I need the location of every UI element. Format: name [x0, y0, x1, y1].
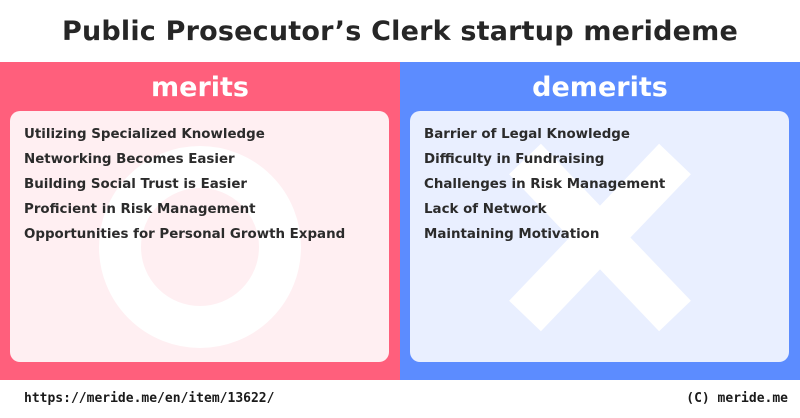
demerit-item: Maintaining Motivation	[424, 227, 600, 242]
demerit-item: Challenges in Risk Management	[424, 177, 666, 192]
page-title: Public Prosecutor’s Clerk startup meride…	[61, 15, 739, 47]
merits-panel: merits Utilizing Specialized Knowledge N…	[0, 62, 400, 380]
merit-item: Building Social Trust is Easier	[24, 177, 248, 192]
merits-heading: merits	[151, 71, 249, 103]
copyright-text: (C) meride.me	[686, 391, 788, 406]
demerit-item: Difficulty in Fundraising	[424, 152, 605, 167]
cross-icon	[509, 143, 691, 332]
merits-list: Utilizing Specialized Knowledge Networki…	[24, 122, 345, 247]
merit-item: Utilizing Specialized Knowledge	[24, 127, 265, 142]
demerits-list: Barrier of Legal Knowledge Difficulty in…	[424, 122, 665, 247]
merits-card: Utilizing Specialized Knowledge Networki…	[10, 111, 389, 362]
demerit-item: Lack of Network	[424, 202, 547, 217]
demerits-card: Barrier of Legal Knowledge Difficulty in…	[410, 111, 789, 362]
source-url[interactable]: https://meride.me/en/item/13622/	[24, 391, 275, 406]
merit-item: Opportunities for Personal Growth Expand	[24, 227, 346, 242]
demerit-item: Barrier of Legal Knowledge	[424, 127, 630, 142]
circle-icon	[99, 146, 301, 348]
merit-item: Networking Becomes Easier	[24, 152, 235, 167]
merit-item: Proficient in Risk Management	[24, 202, 256, 217]
demerits-panel: demerits Barrier of Legal Knowledge Diff…	[400, 62, 800, 380]
footer: https://meride.me/en/item/13622/ (C) mer…	[0, 380, 800, 418]
demerits-heading: demerits	[532, 71, 668, 103]
